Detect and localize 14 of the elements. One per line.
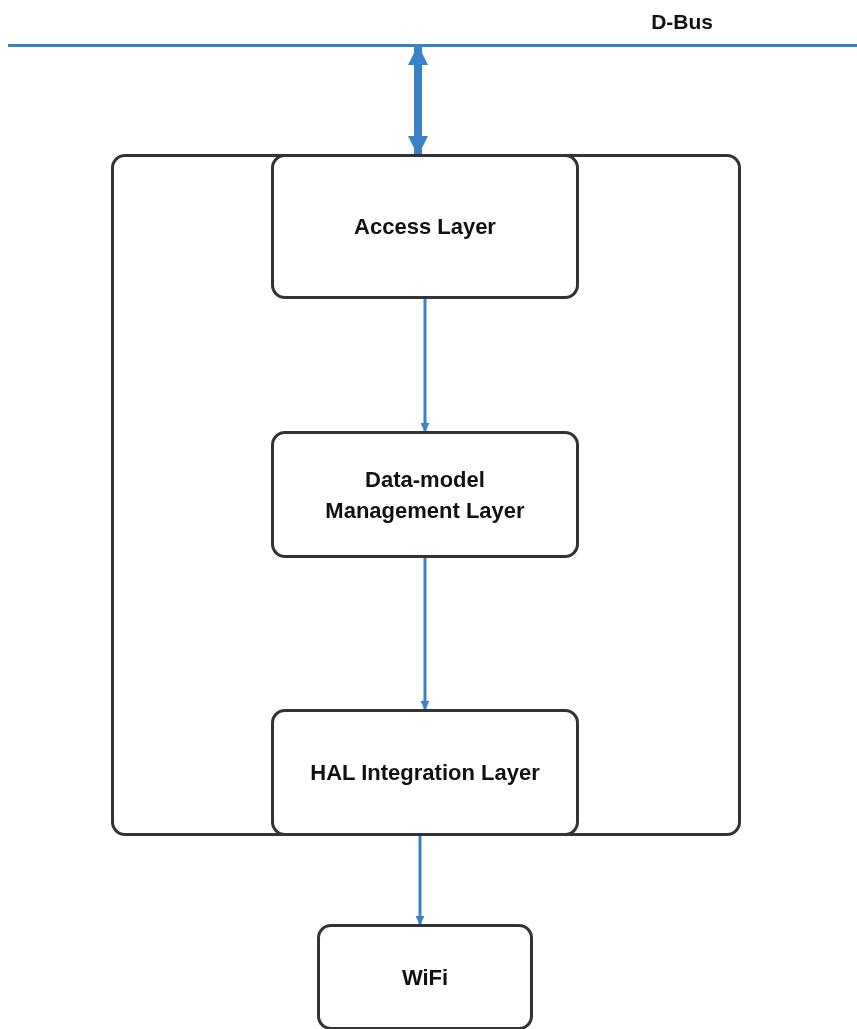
arrow <box>415 836 425 925</box>
layer-label: WiFi <box>400 963 450 992</box>
arrow <box>408 45 428 156</box>
layer-box <box>271 431 579 558</box>
layer-box <box>317 924 533 1029</box>
layer-label: Data-model Management Layer <box>324 465 526 525</box>
arrow <box>420 299 430 432</box>
container-box <box>111 154 741 836</box>
layer-box <box>271 154 579 299</box>
layer-box <box>271 709 579 836</box>
arrow <box>420 558 430 710</box>
layer-label: HAL Integration Layer <box>309 759 541 787</box>
layer-label: Access Layer <box>353 213 497 241</box>
bus-label: D-Bus <box>651 10 713 34</box>
